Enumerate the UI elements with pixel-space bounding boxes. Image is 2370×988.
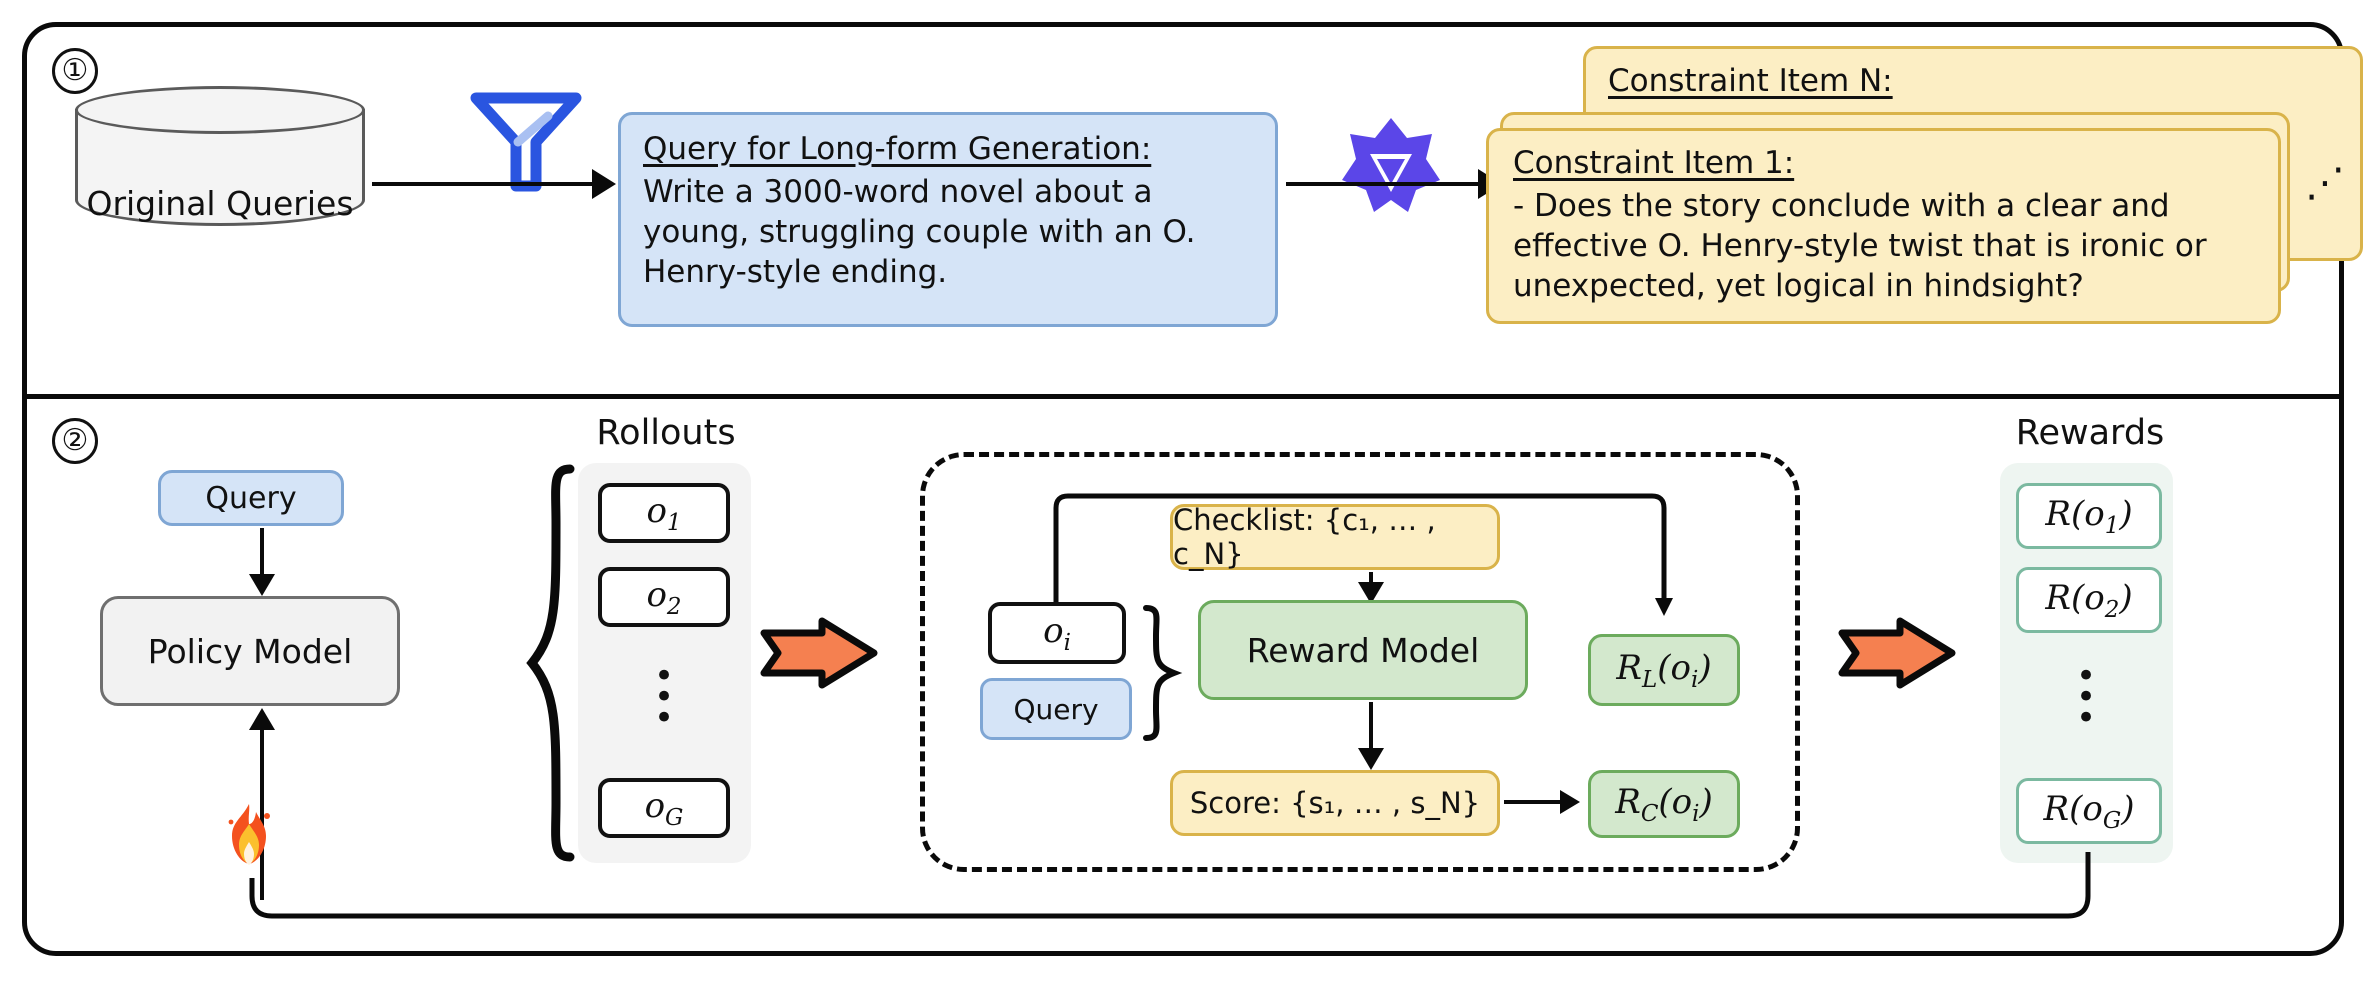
- llm-star-logo-icon: [1336, 112, 1446, 217]
- checklist-reward-box: RC(oi): [1588, 770, 1740, 838]
- orange-block-arrow-icon-1: [760, 617, 878, 689]
- reward-computation-region: [920, 452, 1800, 872]
- score-box: Score: {s₁, … , s_N}: [1170, 770, 1500, 836]
- constraint-card-n-title: Constraint Item N:: [1608, 63, 1893, 99]
- rollout-item-g: oG: [598, 778, 730, 838]
- checklist-box: Checklist: {c₁, … , c_N}: [1170, 503, 1500, 571]
- step-badge-1-label: ①: [61, 53, 89, 88]
- arrow-score-to-rc: [1504, 790, 1580, 814]
- length-reward-label: RL(oi): [1616, 647, 1712, 693]
- query-input-box: Query: [158, 470, 344, 526]
- query-card: Query for Long-form Generation: Write a …: [618, 112, 1278, 327]
- output-oi-label: oi: [1043, 610, 1071, 656]
- rollout-item-2: o2: [598, 567, 730, 627]
- length-reward-box: RL(oi): [1588, 634, 1740, 706]
- reward-item-g: R(oG): [2016, 778, 2162, 844]
- rollouts-title: Rollouts: [596, 413, 736, 453]
- constraint-card-1: Constraint Item 1: - Does the story conc…: [1486, 128, 2281, 324]
- constraint-stack-ellipsis: ⋰: [2305, 160, 2345, 206]
- figure-outer-border: [22, 22, 2344, 956]
- reward-item-1: R(o1): [2016, 483, 2162, 549]
- reward-item-1-label: R(o1): [2045, 493, 2133, 539]
- query-box-mid: Query: [980, 678, 1132, 740]
- query-card-title: Query for Long-form Generation:: [643, 131, 1152, 167]
- panel-divider: [24, 394, 2342, 399]
- original-queries-database: Original Queries: [75, 86, 365, 226]
- rollouts-ellipsis: •••: [653, 656, 675, 739]
- constraint-card-1-body: - Does the story conclude with a clear a…: [1513, 188, 2207, 304]
- skip-connection-oi-to-rl: [1050, 490, 1680, 640]
- funnel-filter-icon: [466, 80, 586, 192]
- reward-model-box: Reward Model: [1198, 600, 1528, 700]
- policy-model-box: Policy Model: [100, 596, 400, 706]
- arrow-query-to-constraints: [1286, 169, 1502, 199]
- checklist-reward-label: RC(oi): [1615, 781, 1713, 827]
- reward-item-2: R(o2): [2016, 567, 2162, 633]
- step-badge-1: ①: [52, 48, 98, 94]
- reward-item-g-label: R(oG): [2043, 788, 2135, 834]
- orange-block-arrow-icon-2: [1838, 617, 1956, 689]
- oi-query-brace: [1140, 604, 1183, 742]
- arrow-feedback-to-policy: [249, 708, 275, 900]
- constraint-card-1-title: Constraint Item 1:: [1513, 145, 1795, 181]
- rollout-item-1: o1: [598, 483, 730, 543]
- reward-item-2-label: R(o2): [2045, 577, 2133, 623]
- rewards-ellipsis: •••: [2075, 656, 2097, 739]
- output-oi-box: oi: [988, 602, 1126, 664]
- rollouts-brace: [524, 463, 578, 863]
- rollout-item-2-label: o2: [646, 574, 682, 620]
- rewards-title: Rewards: [2015, 413, 2165, 453]
- query-card-body: Write a 3000-word novel about a young, s…: [643, 174, 1196, 290]
- database-cylinder-top: [75, 86, 365, 134]
- rollout-item-g-label: oG: [644, 785, 684, 831]
- fire-emoji-icon: [222, 802, 276, 866]
- feedback-loop-path: [240, 852, 2120, 932]
- step-badge-2: ②: [52, 418, 98, 464]
- database-label: Original Queries: [86, 184, 354, 223]
- step-badge-2-label: ②: [61, 423, 89, 458]
- arrow-db-to-query: [372, 169, 616, 199]
- rollout-item-1-label: o1: [646, 490, 682, 536]
- arrow-reward-model-to-score: [1358, 702, 1384, 770]
- arrow-checklist-to-reward-model: [1358, 572, 1384, 604]
- arrow-query-to-policy: [249, 528, 275, 596]
